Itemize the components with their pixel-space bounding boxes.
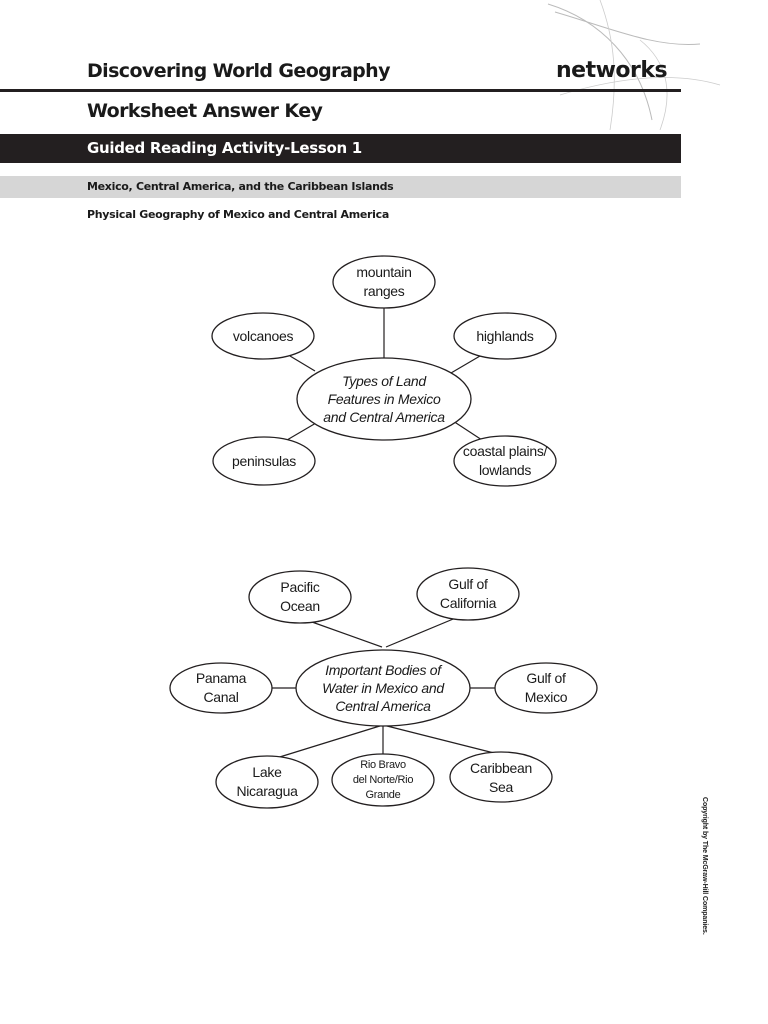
- web1-center-oval: [296, 357, 472, 441]
- web2-node-label: Rio Bravo del Norte/Rio Grande: [352, 758, 414, 801]
- chapter-title: Mexico, Central America, and the Caribbe…: [87, 180, 394, 193]
- lesson-banner: [0, 134, 681, 163]
- chapter-banner: [0, 176, 681, 198]
- web2-node-label: Gulf of California: [439, 576, 497, 611]
- web2-connector-california: [385, 616, 459, 648]
- web2-center-label: Important Bodies of Water in Mexico and …: [322, 662, 444, 714]
- document-title: Worksheet Answer Key: [87, 100, 323, 122]
- web2-node-oval: [215, 755, 319, 809]
- web2-node-oval: [169, 662, 273, 714]
- web2-node-oval: [494, 662, 598, 714]
- web2-connector-nicaragua: [269, 724, 384, 761]
- web1-connector-volcanoes: [289, 355, 316, 372]
- web1-node-label: mountain ranges: [356, 264, 412, 299]
- section-title: Physical Geography of Mexico and Central…: [87, 208, 389, 221]
- web2-center-oval: [295, 649, 471, 727]
- web1-node-label: volcanoes: [232, 327, 294, 344]
- web2-node-label: Lake Nicaragua: [236, 764, 298, 799]
- web1-connector-peninsulas: [286, 422, 317, 441]
- web2-node-label: Gulf of Mexico: [524, 670, 568, 705]
- web2-node-label: Panama Canal: [195, 670, 247, 705]
- web1-center-label: Types of Land Features in Mexico and Cen…: [323, 373, 445, 425]
- lesson-title: Guided Reading Activity-Lesson 1: [87, 139, 362, 157]
- web1-node-label: peninsulas: [232, 452, 296, 469]
- web2-node-label: Pacific Ocean: [280, 579, 320, 614]
- copyright-notice: Copyright by The McGraw-Hill Companies.: [701, 797, 708, 935]
- web2-node-oval: [331, 753, 435, 807]
- web1-connector-highlands: [450, 355, 481, 374]
- web1-node-oval: [453, 435, 557, 487]
- web2-connector-pacific: [311, 621, 383, 648]
- web2-connector-caribbean: [382, 724, 495, 754]
- web2-node-oval: [449, 751, 553, 803]
- web1-connector-coastal: [452, 420, 483, 441]
- web1-node-oval: [211, 312, 315, 360]
- networks-logo: networks: [556, 58, 668, 83]
- web2-node-oval: [248, 570, 352, 624]
- web2-node-oval: [416, 567, 520, 621]
- book-title: Discovering World Geography: [87, 60, 390, 82]
- web1-node-oval: [212, 436, 316, 486]
- web1-node-label: coastal plains/ lowlands: [462, 443, 548, 478]
- web2-node-label: Caribbean Sea: [470, 760, 532, 795]
- web1-node-oval: [453, 312, 557, 360]
- header-rule: [0, 89, 681, 92]
- web1-node-oval: [332, 255, 436, 309]
- web1-node-label: highlands: [476, 327, 534, 344]
